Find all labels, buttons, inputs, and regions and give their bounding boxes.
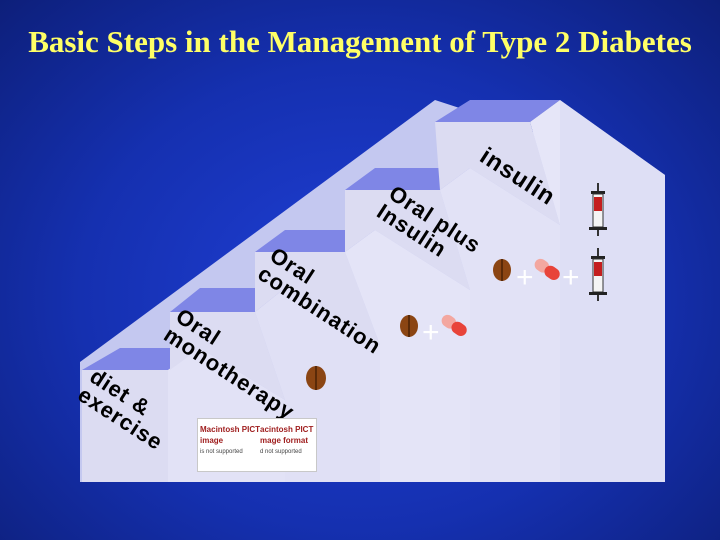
step3-capsule-icon: [441, 314, 467, 337]
step-4-top: [345, 168, 470, 190]
placeholder-line2: image: [200, 436, 224, 445]
placeholder-line3: is not supported: [200, 449, 243, 455]
step-3-face: [255, 252, 380, 345]
placeholder-line3b: d not supported: [260, 449, 302, 455]
step4-pill-icon: [493, 259, 511, 281]
step4-syringe-icon: [589, 248, 607, 301]
placeholder-line1: Macintosh PICT: [200, 425, 261, 434]
step-5-face: [435, 122, 560, 225]
step4-capsule-icon: [534, 258, 560, 281]
step3-pill-icon: [400, 315, 418, 337]
step-1-face: [82, 370, 168, 482]
placeholder-image-icon: Macintosh PICT acintosh PICT image mage …: [197, 418, 317, 472]
right-panel: [560, 100, 665, 482]
step-3-side: [345, 230, 470, 482]
step-5-top: [435, 100, 560, 122]
step2-pill-icon: [306, 366, 326, 390]
page-title: Basic Steps in the Management of Type 2 …: [28, 24, 692, 59]
placeholder-line2b: mage format: [260, 436, 309, 445]
step3-plus-sign: +: [422, 316, 440, 349]
placeholder-line1b: acintosh PICT: [260, 425, 314, 434]
step-4-face: [345, 190, 470, 290]
step-2-face: [170, 312, 285, 400]
step-4-side: [440, 168, 560, 482]
step5-syringe-icon: [589, 183, 607, 236]
step4-plus-sign-2: +: [562, 261, 580, 294]
step4-plus-sign-1: +: [516, 261, 534, 294]
